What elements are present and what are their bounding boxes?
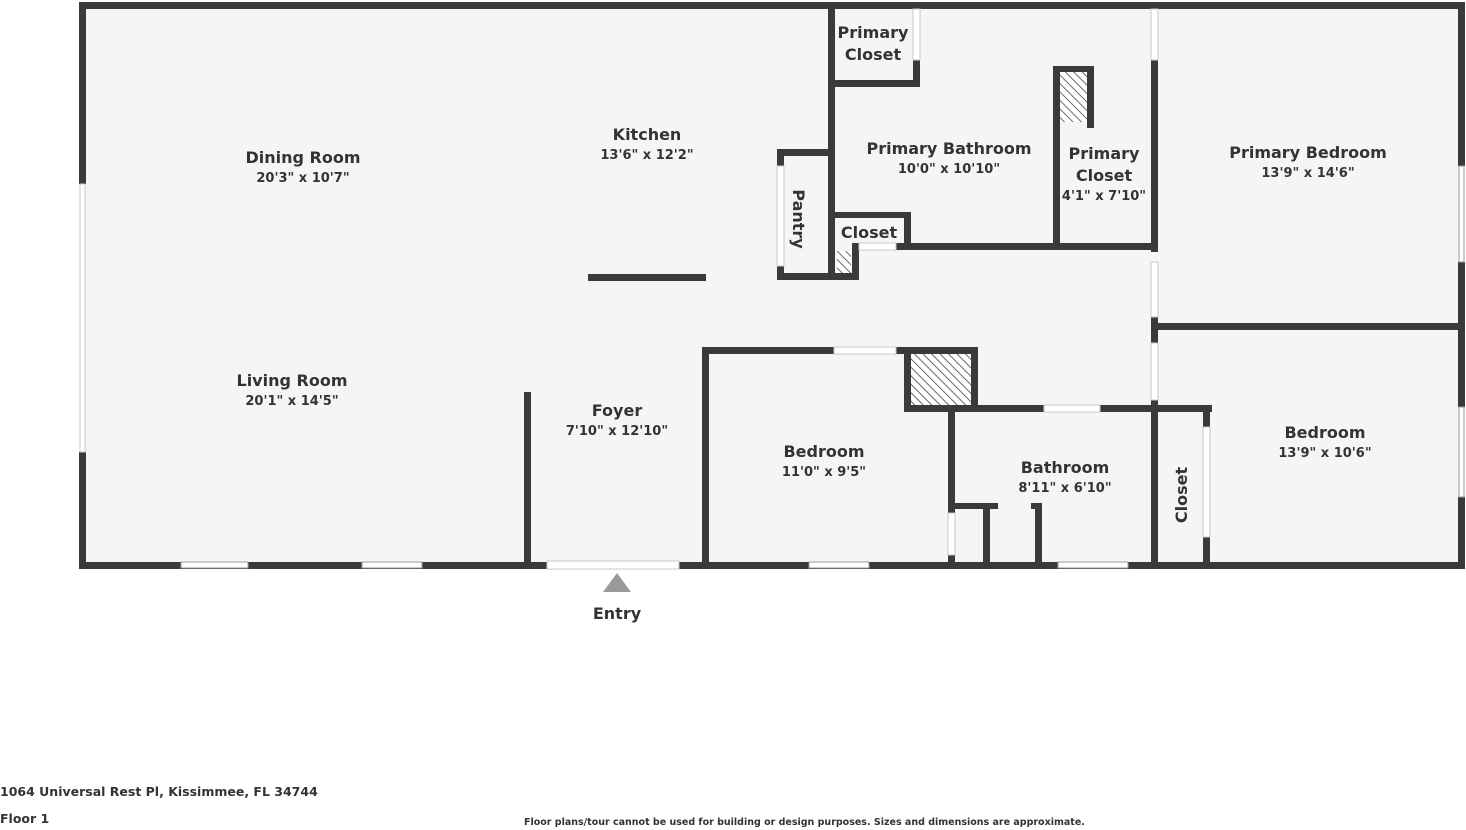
bedroom-center-dims: 11'0" x 9'5" bbox=[782, 465, 866, 480]
kitchen-dims: 13'6" x 12'2" bbox=[600, 148, 693, 163]
kitchen-name: Kitchen bbox=[613, 125, 682, 144]
chase-kitchen-closet bbox=[837, 251, 851, 273]
primary-bedroom-name: Primary Bedroom bbox=[1229, 143, 1387, 162]
dining-room-dims: 20'3" x 10'7" bbox=[256, 171, 349, 186]
chimney-primary-closet bbox=[1060, 72, 1087, 122]
doorways bbox=[79, 8, 1211, 570]
primary-bathroom-dims: 10'0" x 10'10" bbox=[898, 162, 1000, 177]
closet-kitchen-name: Closet bbox=[841, 223, 898, 242]
windows bbox=[180, 165, 1465, 569]
floor-label: Floor 1 bbox=[0, 811, 50, 826]
bedroom-right-dims: 13'9" x 10'6" bbox=[1278, 446, 1371, 461]
primary-closet-right-line2: Closet bbox=[1076, 166, 1133, 185]
primary-closet-top-line2: Closet bbox=[845, 45, 902, 64]
primary-bedroom-dims: 13'9" x 14'6" bbox=[1261, 166, 1354, 181]
bathroom-dims: 8'11" x 6'10" bbox=[1018, 481, 1111, 496]
floor-plan: Entry Dining Room 20'3" x 10'7" Kitchen … bbox=[79, 2, 1465, 623]
foyer-name: Foyer bbox=[592, 401, 643, 420]
living-room-name: Living Room bbox=[237, 371, 348, 390]
bedroom-right-name: Bedroom bbox=[1284, 423, 1365, 442]
entry-label: Entry bbox=[593, 604, 642, 623]
bedroom-center-name: Bedroom bbox=[783, 442, 864, 461]
address-text: 1064 Universal Rest Pl, Kissimmee, FL 34… bbox=[0, 784, 318, 799]
chase-bedroom bbox=[911, 354, 971, 405]
disclaimer-text: Floor plans/tour cannot be used for buil… bbox=[524, 817, 1085, 828]
primary-closet-top-line1: Primary bbox=[838, 23, 909, 42]
bathroom-name: Bathroom bbox=[1021, 458, 1110, 477]
foyer-dims: 7'10" x 12'10" bbox=[566, 424, 668, 439]
primary-closet-right-line1: Primary bbox=[1069, 144, 1140, 163]
floor-area bbox=[82, 5, 1462, 566]
pantry-name: Pantry bbox=[789, 189, 808, 249]
primary-closet-right-dims: 4'1" x 7'10" bbox=[1062, 189, 1146, 204]
entry-arrow-icon bbox=[603, 573, 631, 592]
walls bbox=[79, 2, 1465, 569]
closet-right-name: Closet bbox=[1172, 467, 1191, 524]
living-room-dims: 20'1" x 14'5" bbox=[245, 394, 338, 409]
primary-bathroom-name: Primary Bathroom bbox=[866, 139, 1031, 158]
dining-room-name: Dining Room bbox=[245, 148, 360, 167]
